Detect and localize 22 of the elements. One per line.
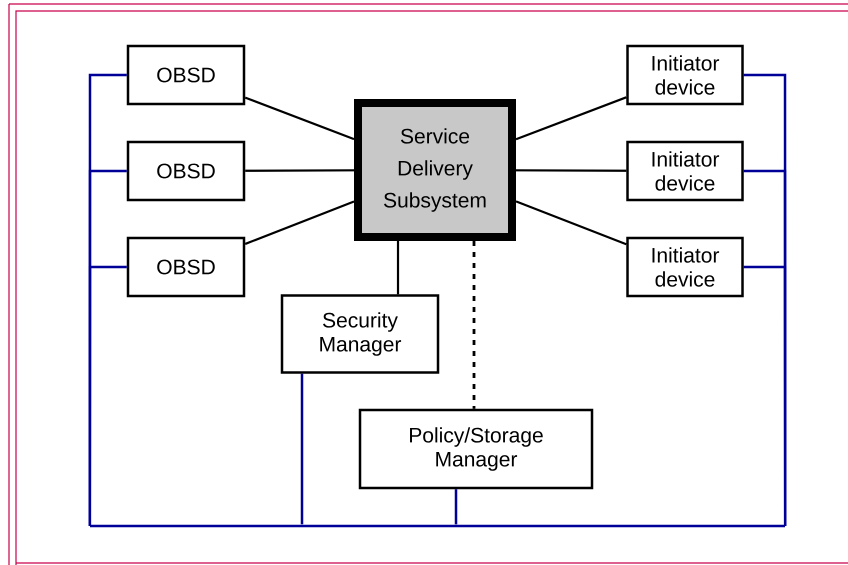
network-line xyxy=(744,266,786,526)
device-box: Initiator device xyxy=(626,236,744,298)
connector-line xyxy=(516,169,626,172)
network-line xyxy=(454,489,458,524)
dotted-line xyxy=(472,241,476,409)
connector-line xyxy=(516,96,627,140)
device-box: OBSD xyxy=(126,236,246,298)
manager-box: Policy/Storage Manager xyxy=(358,408,594,490)
connector-line xyxy=(245,169,354,172)
network-line xyxy=(88,266,127,526)
subsystem-box: Service Delivery Subsystem xyxy=(354,99,516,241)
device-box: OBSD xyxy=(126,44,246,106)
network-bus xyxy=(90,524,785,528)
connector-line xyxy=(516,200,627,246)
network-line xyxy=(300,374,304,524)
device-box: OBSD xyxy=(126,140,246,202)
connector-line xyxy=(244,96,354,140)
manager-box: Security Manager xyxy=(280,294,440,374)
connector-line xyxy=(396,241,400,294)
connector-line xyxy=(244,200,354,245)
device-box: Initiator device xyxy=(626,44,744,106)
device-box: Initiator device xyxy=(626,140,744,202)
